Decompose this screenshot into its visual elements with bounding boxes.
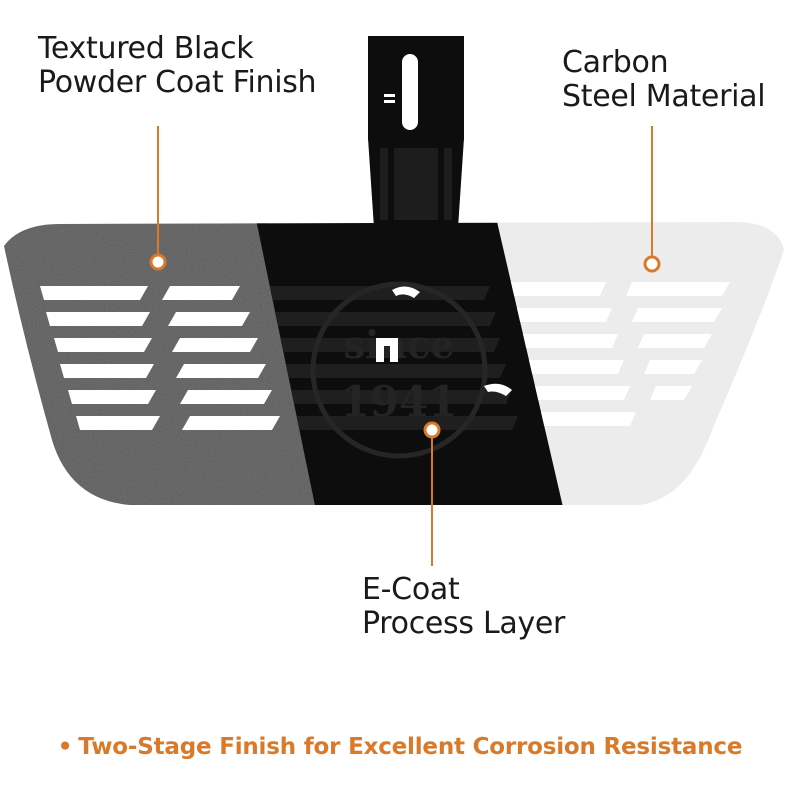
emblem-line-1: since <box>344 322 455 367</box>
bullet-icon: • <box>57 734 73 760</box>
e-coat-section: since 1941 <box>252 222 570 505</box>
caption-text: Two-Stage Finish for Excellent Corrosion… <box>78 734 743 760</box>
callout-label-line-2: Steel Material <box>562 79 766 114</box>
callout-label-e-coat: E-Coat Process Layer <box>362 573 565 641</box>
callout-label-line-1: E-Coat <box>362 572 460 607</box>
powder-coat-section <box>4 222 330 505</box>
callout-e-coat <box>423 421 441 566</box>
carbon-steel-section <box>492 222 784 505</box>
callout-label-powder-coat: Textured Black Powder Coat Finish <box>38 31 317 100</box>
mounting-bracket <box>368 36 464 228</box>
callout-label-line-2: Powder Coat Finish <box>38 65 317 100</box>
marker-dot-icon <box>423 421 441 439</box>
callout-label-carbon-steel: Carbon Steel Material <box>562 45 766 114</box>
marker-dot-icon <box>643 255 661 273</box>
callout-label-line-1: Textured Black <box>38 31 254 66</box>
callout-powder-coat <box>149 126 167 271</box>
marker-dot-icon <box>149 253 167 271</box>
logo-mark-left <box>376 338 384 362</box>
callout-carbon-steel <box>643 126 661 273</box>
logo-mark-right <box>390 338 398 362</box>
callout-label-line-2: Process Layer <box>362 606 566 641</box>
callout-label-line-1: Carbon <box>562 45 669 80</box>
emblem-line-2: 1941 <box>341 377 458 426</box>
feature-caption: •Two-Stage Finish for Excellent Corrosio… <box>0 730 800 764</box>
